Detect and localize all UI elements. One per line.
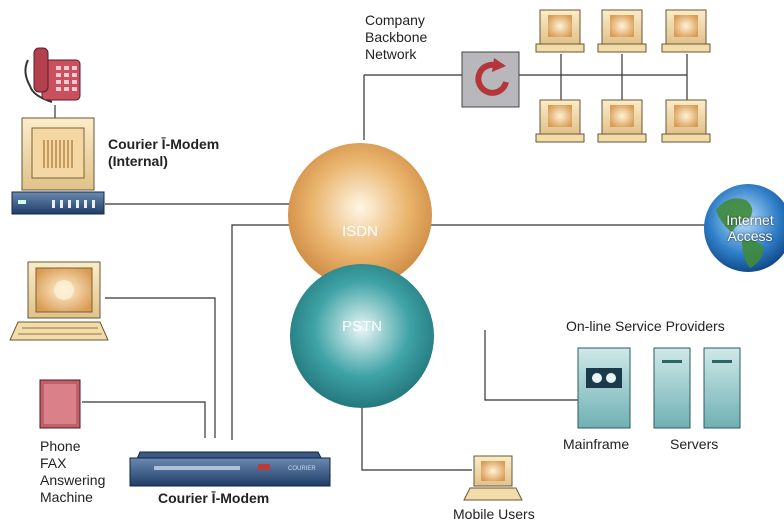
mainframe-label: Mainframe (563, 436, 630, 452)
pc-internal-modem-icon (11, 117, 105, 215)
internet-line-2: Access (727, 228, 773, 244)
courier-internal-line-1: Courier Ī-Modem (108, 136, 220, 152)
courier-external-label: Courier Ī-Modem (158, 490, 270, 506)
company-backbone-line-1: Company (365, 12, 425, 28)
online-service-providers-label: On-line Service Providers (566, 318, 725, 334)
internet-line-1: Internet (726, 212, 774, 228)
courier-internal-line-2: (Internal) (108, 153, 168, 169)
server-icons (653, 347, 741, 429)
isdn-cloud (288, 143, 432, 287)
isdn-label: ISDN (342, 223, 378, 240)
pstn-label: PSTN (341, 318, 382, 335)
pc-icon (9, 261, 109, 341)
mainframe-icon (577, 347, 631, 429)
external-modem-icon: COURIER (129, 451, 331, 487)
globe-icon (704, 184, 784, 272)
connection-lines (54, 54, 720, 471)
laptop-icon (463, 455, 523, 501)
phone-fax-line-2: FAX (40, 455, 67, 471)
fax-machine-icon (39, 379, 81, 429)
courier-internal-label: Courier Ī-Modem (Internal) (108, 136, 219, 170)
phone-fax-label: Phone FAX Answering Machine (40, 438, 105, 506)
phone-fax-line-1: Phone (40, 438, 81, 454)
internet-access-label: Internet Access (718, 212, 782, 244)
company-backbone-line-2: Backbone (365, 29, 428, 45)
telephone-icon (24, 47, 81, 103)
backbone-pc-icons (535, 9, 711, 143)
phone-fax-line-3: Answering (40, 472, 106, 488)
company-backbone-label: Company Backbone Network (365, 12, 427, 63)
servers-label: Servers (670, 436, 719, 452)
modem-brand-label: COURIER (288, 466, 316, 472)
router-icon (461, 51, 520, 108)
mobile-users-label: Mobile Users (453, 506, 535, 522)
pstn-cloud (290, 264, 434, 408)
company-backbone-line-3: Network (365, 46, 417, 62)
phone-fax-line-4: Machine (40, 489, 93, 505)
